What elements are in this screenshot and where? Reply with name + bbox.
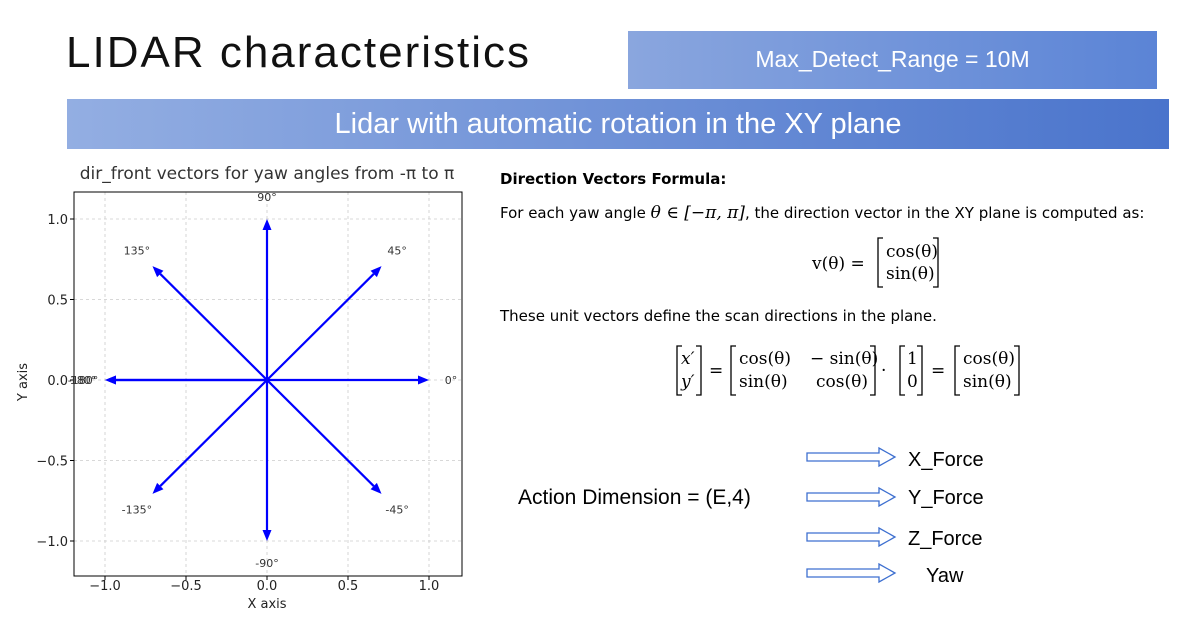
x-axis-label: X axis (247, 597, 286, 612)
vector-sin: sin(θ) (886, 264, 935, 284)
unit-vector-note: These unit vectors define the scan direc… (500, 307, 937, 325)
bracket (1014, 345, 1020, 396)
dot-operator: · (881, 361, 886, 381)
plot-frame (73, 191, 463, 577)
angle-label: 45° (387, 245, 407, 258)
vector-arrowhead-135 (152, 266, 164, 278)
vector-arrowhead--180 (105, 375, 116, 385)
formula-heading: Direction Vectors Formula: (500, 170, 727, 188)
y-tick-label: 1.0 (47, 213, 68, 228)
vector-arrow--135 (159, 379, 268, 487)
vector-arrow--45 (266, 379, 375, 487)
x-prime: x′ (681, 349, 695, 369)
chart-title: dir_front vectors for yaw angles from -π… (80, 164, 454, 184)
y-prime: y′ (680, 372, 695, 392)
right-bracket (933, 237, 939, 288)
chart-vectors (105, 219, 429, 541)
angle-label: 0° (445, 374, 458, 387)
vector-lhs: v(θ) = (811, 254, 865, 274)
angle-label: 180° (70, 374, 97, 387)
vector-arrowhead-45 (370, 266, 382, 278)
x-tick-label: −0.5 (170, 579, 202, 594)
y-force-label: Y_Force (908, 487, 984, 509)
arrow-right-icon (806, 527, 896, 547)
angle-label: 90° (257, 191, 277, 204)
formula-intro-suffix: , the direction vector in the XY plane i… (744, 204, 1145, 222)
angle-label: -45° (385, 503, 408, 516)
left-bracket (877, 237, 883, 288)
action-dimension-label: Action Dimension = (E,4) (518, 486, 751, 509)
bracket (676, 345, 682, 396)
z-force-label: Z_Force (908, 528, 982, 550)
yaw-vector-chart: dir_front vectors for yaw angles from -π… (16, 164, 463, 612)
arrow-right-icon (806, 487, 896, 507)
y-tick-label: 0.5 (47, 294, 68, 309)
yaw-range-math: θ ∈ [−π, π] (650, 203, 745, 223)
vector-arrow-45 (266, 273, 375, 381)
bracket (870, 345, 876, 396)
result-sin: sin(θ) (963, 372, 1012, 392)
matrix-sin: sin(θ) (739, 372, 788, 392)
action-outputs: X_Force Y_Force Z_Force Yaw (806, 447, 984, 587)
vector-one: 1 (907, 349, 918, 369)
angle-label: 135° (124, 245, 151, 258)
x-tick-label: 1.0 (419, 579, 440, 594)
arrow-right-icon (806, 563, 896, 583)
bracket (730, 345, 736, 396)
x-tick-label: 0.5 (338, 579, 359, 594)
vector-cos: cos(θ) (886, 242, 938, 262)
chart-ticks: −1.0 −0.5 0.0 0.5 1.0 1.0 0.5 0.0 −0.5 −1.0 (36, 213, 439, 594)
y-tick-label: −0.5 (36, 455, 68, 470)
formula-intro: For each yaw angle θ ∈ [−π, π], the dire… (500, 203, 1144, 223)
vector-arrow-135 (159, 273, 268, 381)
section-banner-text: Lidar with automatic rotation in the XY … (334, 108, 902, 140)
arrow-right-icon (806, 447, 896, 467)
y-axis-label: Y axis (16, 363, 31, 402)
vector-arrowhead-90 (262, 219, 272, 230)
matrix-cos: cos(θ) (739, 349, 791, 369)
direction-vector-equation: v(θ) = cos(θ) sin(θ) (811, 237, 939, 288)
x-force-label: X_Force (908, 449, 984, 471)
y-tick-label: 0.0 (47, 374, 68, 389)
y-tick-label: −1.0 (36, 535, 68, 550)
bracket (696, 345, 702, 396)
x-tick-label: 0.0 (257, 579, 278, 594)
x-tick-label: −1.0 (89, 579, 121, 594)
slide-title: LIDAR characteristics (66, 28, 532, 77)
result-cos: cos(θ) (963, 349, 1015, 369)
chart-angle-labels: 0° 45° 90° 135° 180°-180° -135° -90° -45° (68, 191, 457, 570)
max-range-label: Max_Detect_Range = 10M (755, 46, 1030, 72)
equals-sign-2: = (931, 361, 945, 381)
matrix-neg-sin: − sin(θ) (810, 349, 878, 369)
section-banner: Lidar with automatic rotation in the XY … (67, 99, 1169, 149)
formula-intro-prefix: For each yaw angle (500, 204, 651, 222)
vector-arrowhead--45 (370, 482, 382, 494)
angle-label: -180° (68, 374, 98, 387)
equals-sign: = (709, 361, 723, 381)
bracket (954, 345, 960, 396)
yaw-label: Yaw (926, 565, 964, 587)
angle-label: -90° (255, 557, 278, 570)
angle-label: -135° (122, 503, 152, 516)
vector-arrowhead-0 (418, 375, 429, 385)
vector-arrowhead--90 (262, 530, 272, 541)
bracket (917, 345, 923, 396)
max-range-box: Max_Detect_Range = 10M (628, 31, 1157, 89)
vector-arrowhead--135 (152, 482, 164, 494)
matrix-cos-2: cos(θ) (816, 372, 868, 392)
bracket (899, 345, 905, 396)
vector-zero: 0 (907, 372, 918, 392)
rotation-equation: x′ y′ = cos(θ) sin(θ) − sin(θ) cos(θ) · … (676, 345, 1020, 396)
